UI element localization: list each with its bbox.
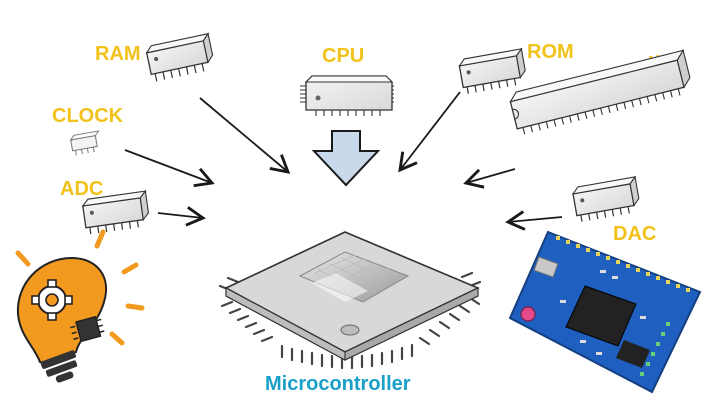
- ram-chip-icon: [145, 32, 214, 82]
- rom-arrow-icon: [398, 91, 461, 173]
- lightbulb-gear-icon: [15, 229, 145, 383]
- io-chip-icon: [509, 48, 691, 135]
- cpu-arrow-icon: [311, 130, 381, 187]
- clock-label: CLOCK: [52, 105, 124, 127]
- io-arrow-icon: [463, 168, 516, 189]
- adc-chip-icon: [81, 189, 150, 235]
- ram-label: RAM: [95, 43, 141, 65]
- clock-chip-icon: [69, 130, 100, 156]
- dac-arrow-icon: [505, 210, 563, 231]
- cpu-label: CPU: [322, 45, 364, 67]
- dac-chip-icon: [571, 175, 640, 222]
- cpu-chip-icon: [300, 75, 394, 116]
- microcontroller-chip-icon: [218, 231, 482, 370]
- rom-label: ROM: [527, 41, 574, 63]
- clock-arrow-icon: [124, 149, 215, 188]
- adc-arrow-icon: [157, 206, 206, 227]
- ram-arrow-icon: [199, 97, 291, 174]
- microcontroller-label: Microcontroller: [265, 373, 411, 395]
- dac-label: DAC: [613, 223, 656, 245]
- dev-board-icon: [508, 230, 702, 394]
- adc-label: ADC: [60, 178, 103, 200]
- rom-chip-icon: [458, 47, 526, 94]
